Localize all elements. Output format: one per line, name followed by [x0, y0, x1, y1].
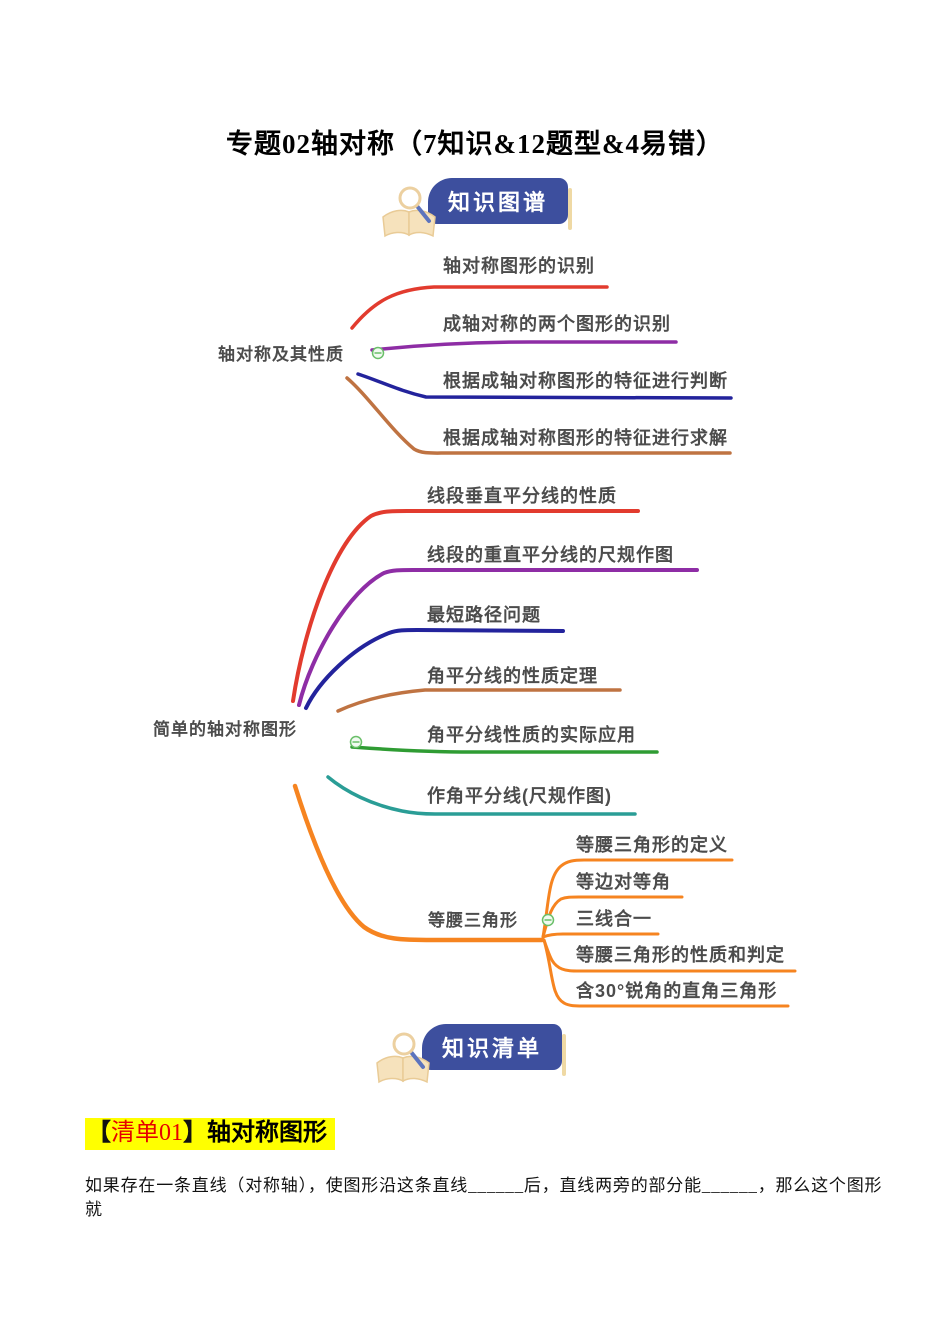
book-right-page [408, 209, 436, 238]
branch-label-s3-1: 等边对等角 [576, 872, 671, 892]
branch-label-s2-1: 线段的重直平分线的尺规作图 [427, 545, 674, 565]
branch-line-s3-2 [541, 932, 660, 939]
branch-line-s2-4 [350, 745, 659, 754]
branch-label-s2-0: 线段垂直平分线的性质 [427, 486, 617, 506]
book-magnifier-icon [382, 186, 436, 238]
branch-label-s1-3: 根据成轴对称图形的特征进行求解 [443, 428, 728, 448]
heading-bracket-open: 【 [87, 1120, 111, 1146]
branch-label-s3-3: 等腰三角形的性质和判定 [576, 945, 785, 965]
branch-line-s2-3 [336, 688, 622, 713]
node-label-simple-axis-symmetric-figures: 简单的轴对称图形 [153, 720, 297, 739]
collapse-icon-s1 [371, 346, 385, 360]
branch-label-s3-0: 等腰三角形的定义 [576, 835, 728, 855]
book-left-page [382, 209, 410, 238]
node-label-axis-symmetry-properties: 轴对称及其性质 [218, 345, 344, 364]
checklist-heading: 【清单01】轴对称图形 [85, 1118, 335, 1150]
branch-label-s2-3: 角平分线的性质定理 [427, 666, 598, 686]
heading-bracket-close: 】 [183, 1120, 207, 1146]
banner-box: 知识清单 [422, 1024, 566, 1076]
paragraph: 如果存在一条直线（对称轴），使图形沿这条直线______后，直线两旁的部分能__… [85, 1176, 883, 1219]
magnifier-lens [392, 1032, 416, 1056]
branch-label-s3-2: 三线合一 [576, 909, 652, 929]
banner-label: 知识图谱 [447, 190, 548, 215]
magnifier-handle [415, 204, 431, 223]
branch-line-s1-1 [370, 340, 678, 352]
branch-label-s1-2: 根据成轴对称图形的特征进行判断 [443, 371, 728, 391]
branch-label-s2-2: 最短路径问题 [427, 605, 541, 625]
heading-title: 轴对称图形 [207, 1119, 327, 1146]
book-left-page [376, 1055, 404, 1084]
branch-label-s1-1: 成轴对称的两个图形的识别 [443, 314, 671, 334]
branch-label-s2-4: 角平分线性质的实际应用 [427, 725, 636, 745]
page-title: 专题02轴对称（7知识&12题型&4易错） [226, 129, 724, 159]
heading-tag: 清单01 [111, 1120, 183, 1146]
branch-label-s3-4: 含30°锐角的直角三角形 [576, 981, 778, 1001]
banner-box: 知识图谱 [428, 178, 572, 230]
collapse-icon-s2 [349, 735, 363, 749]
node-label-isosceles-triangle: 等腰三角形 [428, 911, 518, 930]
branch-label-s2-5: 作角平分线(尺规作图) [427, 786, 612, 806]
banner-label: 知识清单 [441, 1036, 542, 1061]
book-right-page [402, 1055, 430, 1084]
magnifier-handle [409, 1050, 425, 1069]
knowledge-map-banner: 知识图谱 [378, 176, 578, 242]
branch-label-s1-0: 轴对称图形的识别 [443, 256, 595, 276]
book-magnifier-icon [376, 1032, 430, 1084]
knowledge-list-banner: 知识清单 [372, 1022, 572, 1088]
magnifier-lens [398, 186, 422, 210]
collapse-icon-s3 [541, 913, 555, 927]
